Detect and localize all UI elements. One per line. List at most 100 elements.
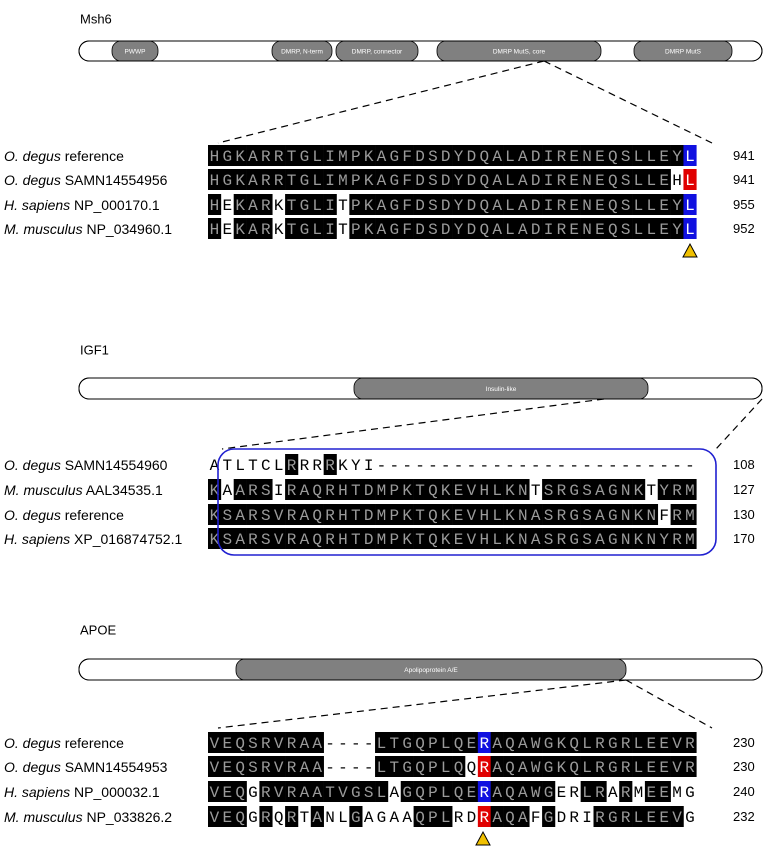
residue: - <box>338 759 348 777</box>
residue: R <box>325 457 335 475</box>
residue-cell <box>580 732 594 753</box>
residue-cell <box>644 218 659 239</box>
residue: L <box>312 148 322 166</box>
residue-cell <box>259 528 273 549</box>
residue-cell <box>670 732 684 753</box>
residue: E <box>467 735 477 753</box>
residue-cell <box>529 756 543 777</box>
residue: I <box>544 221 554 239</box>
residue-cell <box>272 756 286 777</box>
residue: K <box>634 482 644 500</box>
residue: D <box>441 172 451 190</box>
residue: K <box>402 531 412 549</box>
residue: S <box>621 197 631 215</box>
residue-cell <box>349 218 363 239</box>
residue: Q <box>235 809 245 827</box>
accession: SAMN14554956 <box>61 172 168 188</box>
residue: V <box>672 759 682 777</box>
residue: K <box>441 482 451 500</box>
residue-cell <box>516 145 530 166</box>
residue: A <box>518 784 528 802</box>
residue: M <box>685 482 695 500</box>
residue: H <box>338 482 348 500</box>
residue: T <box>338 221 348 239</box>
residue-cell <box>387 218 402 239</box>
residue: R <box>595 735 605 753</box>
residue-cell <box>632 756 646 777</box>
residue-cell <box>297 528 312 549</box>
residue: L <box>492 531 502 549</box>
residue-cell <box>683 145 697 166</box>
residue-cell <box>297 756 312 777</box>
residue: P <box>390 482 400 500</box>
residue: - <box>338 735 348 753</box>
residue-cell <box>632 479 646 500</box>
residue-cell <box>465 169 479 190</box>
residue-cell <box>657 194 671 215</box>
residue: R <box>287 507 297 525</box>
residue-cell <box>632 169 646 190</box>
residue-cell <box>542 169 556 190</box>
residue: Q <box>415 809 425 827</box>
accession: reference <box>61 507 124 523</box>
residue-cell <box>619 781 633 802</box>
residue-cell <box>477 479 491 500</box>
residue: R <box>325 531 335 549</box>
residue-cell <box>657 479 671 500</box>
residue-cell <box>477 781 491 802</box>
residue: G <box>569 507 579 525</box>
residue-cell <box>477 528 491 549</box>
residue-cell <box>452 504 466 525</box>
residue-cell <box>439 528 453 549</box>
residue-cell <box>297 169 312 190</box>
residue-cell <box>683 732 697 753</box>
residue: L <box>634 172 644 190</box>
residue: Q <box>608 172 618 190</box>
residue: R <box>557 221 567 239</box>
residue-cell <box>529 781 543 802</box>
residue: P <box>351 221 361 239</box>
msh6-row-label: H. sapiens NP_000170.1 <box>4 197 160 213</box>
residue-cell <box>580 504 594 525</box>
residue-cell <box>452 169 466 190</box>
residue-cell <box>439 479 453 500</box>
residue: N <box>621 507 631 525</box>
residue: T <box>287 172 297 190</box>
residue-cell <box>297 781 312 802</box>
residue-cell <box>259 194 273 215</box>
residue-cell <box>465 218 479 239</box>
accession: NP_000170.1 <box>70 197 160 213</box>
residue-cell <box>670 756 684 777</box>
residue-cell <box>683 479 697 500</box>
residue-cell <box>375 479 389 500</box>
residue-cell <box>336 479 350 500</box>
residue-cell <box>619 756 633 777</box>
residue: H <box>338 507 348 525</box>
residue: R <box>595 759 605 777</box>
residue: P <box>428 809 438 827</box>
residue: D <box>441 148 451 166</box>
residue: L <box>505 148 515 166</box>
residue-cell <box>619 194 633 215</box>
residue: - <box>621 457 631 475</box>
residue: A <box>235 531 245 549</box>
residue-cell <box>413 528 427 549</box>
residue-cell <box>259 504 273 525</box>
residue: D <box>364 507 374 525</box>
residue-cell <box>208 781 222 802</box>
residue-cell <box>310 169 324 190</box>
residue-cell <box>683 218 697 239</box>
residue: G <box>248 784 258 802</box>
residue: M <box>338 148 348 166</box>
residue-cell <box>490 732 504 753</box>
residue-cell <box>632 145 646 166</box>
residue-cell <box>452 145 466 166</box>
residue: M <box>377 531 387 549</box>
residue: S <box>248 735 258 753</box>
residue-cell <box>593 145 607 166</box>
residue: G <box>402 784 412 802</box>
msh6-zoom-line <box>543 60 713 144</box>
accession: NP_000032.1 <box>70 784 160 800</box>
residue: K <box>274 221 284 239</box>
residue: R <box>287 482 297 500</box>
